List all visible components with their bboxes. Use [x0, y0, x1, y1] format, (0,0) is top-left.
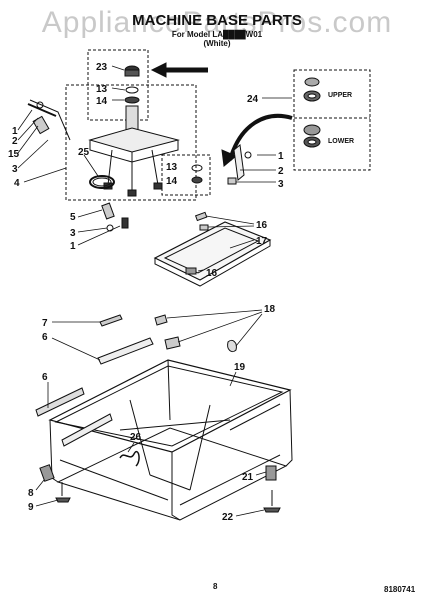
callout-13b: 13 — [166, 162, 178, 173]
callout-4: 4 — [14, 178, 20, 189]
callout-2b: 2 — [278, 166, 284, 177]
page-number: 8 — [213, 582, 218, 591]
callout-13: 13 — [96, 84, 108, 95]
gearcase-group-box — [65, 84, 197, 201]
callout-1b: 1 — [278, 151, 284, 162]
callout-26: 26 — [130, 432, 142, 443]
callout-8: 8 — [28, 488, 34, 499]
callout-19: 19 — [234, 362, 246, 373]
callout-22: 22 — [222, 512, 234, 523]
callout-23: 23 — [96, 62, 108, 73]
callout-9: 9 — [28, 502, 34, 513]
callout-18: 18 — [264, 304, 276, 315]
lower-label: LOWER — [328, 138, 354, 145]
callout-21: 21 — [242, 472, 254, 483]
callout-6b: 6 — [42, 372, 48, 383]
callout-16b: 16 — [206, 268, 218, 279]
callout-3c: 3 — [70, 228, 76, 239]
callout-7: 7 — [42, 318, 48, 329]
callout-3b: 3 — [278, 179, 284, 190]
callout-2: 2 — [12, 136, 18, 147]
callout-6: 6 — [42, 332, 48, 343]
doc-number: 8180741 — [384, 585, 416, 594]
model-line: For Model LA████W01 — [171, 30, 263, 39]
callout-1: 1 — [12, 126, 18, 137]
part-19-base-frame — [48, 359, 293, 521]
seal-kit-box — [161, 154, 211, 196]
page-title: MACHINE BASE PARTS — [132, 12, 302, 29]
drive-bearing-box — [293, 69, 371, 171]
callout-16: 16 — [256, 220, 268, 231]
callout-14: 14 — [96, 96, 108, 107]
callout-1c: 1 — [70, 241, 76, 252]
callout-25: 25 — [78, 147, 90, 158]
callout-3: 3 — [12, 164, 18, 175]
callout-5: 5 — [70, 212, 76, 223]
callout-17: 17 — [256, 236, 268, 247]
arrow-gearcase — [228, 113, 293, 161]
callout-15: 15 — [8, 149, 20, 160]
callout-24: 24 — [247, 94, 259, 105]
upper-label: UPPER — [328, 92, 352, 99]
color-line: (White) — [203, 39, 231, 48]
callout-14b: 14 — [166, 176, 178, 187]
watermark: AppliancePartsPros.com — [41, 6, 393, 39]
